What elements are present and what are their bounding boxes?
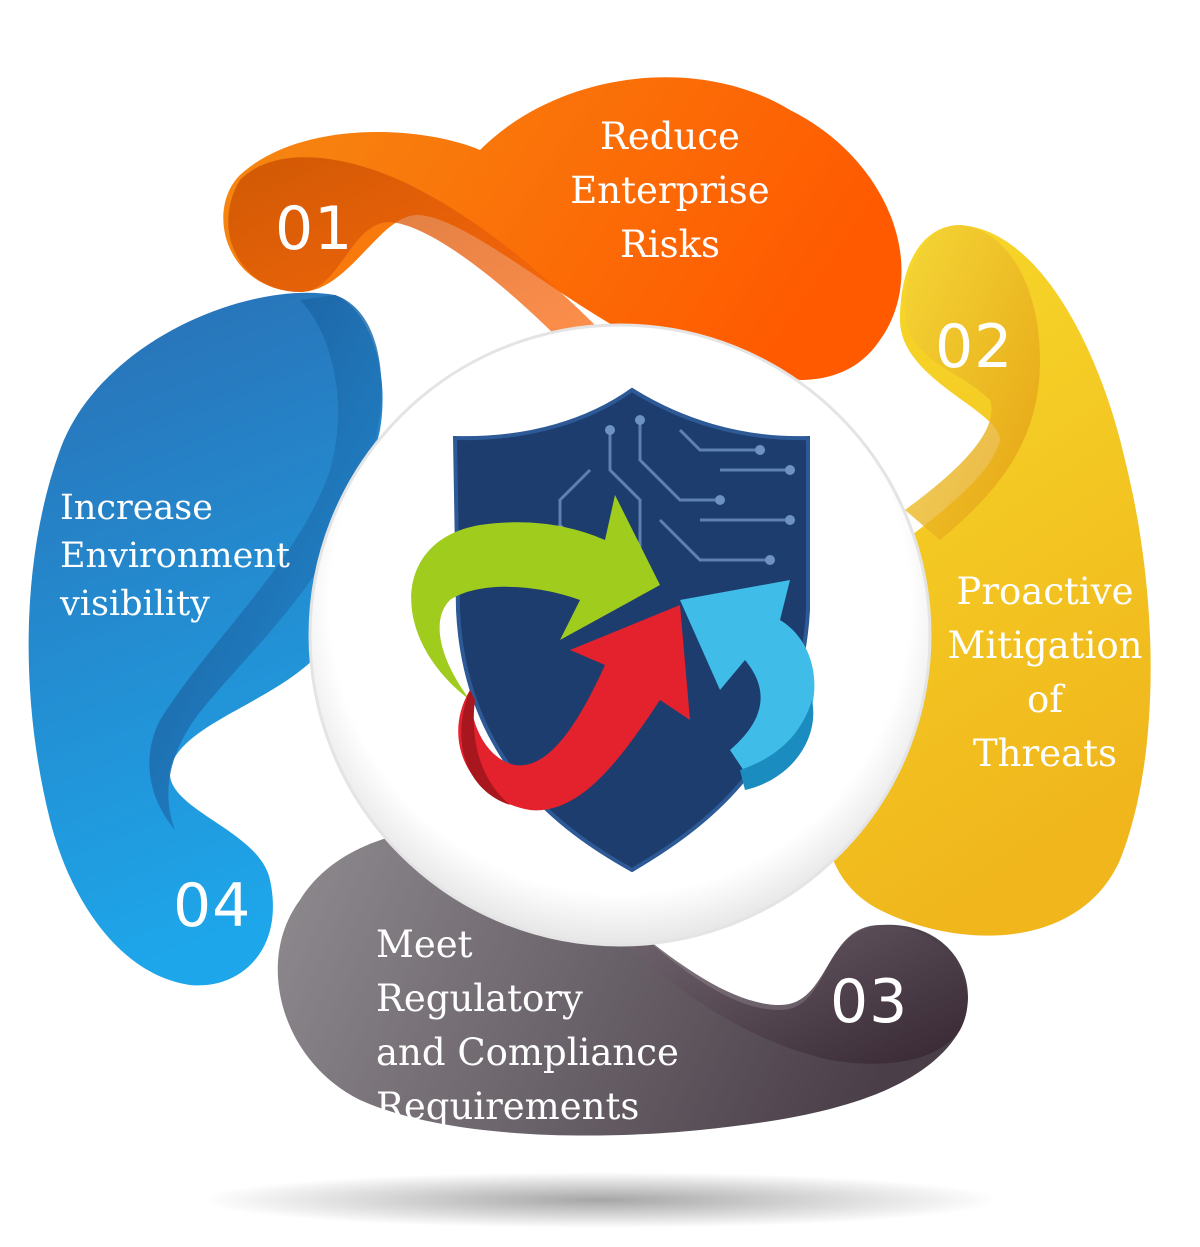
ground-shadow bbox=[200, 1172, 1000, 1228]
step-01-line-3: Risks bbox=[619, 223, 721, 266]
step-02-line-1: Proactive bbox=[956, 570, 1134, 613]
step-number-01: 01 bbox=[275, 194, 354, 264]
petal-01 bbox=[223, 77, 902, 381]
step-04-line-3: visibility bbox=[60, 584, 210, 624]
step-01-line-2: Enterprise bbox=[570, 169, 770, 212]
step-number-02: 02 bbox=[935, 312, 1014, 382]
step-04-line-1: Increase bbox=[60, 488, 213, 528]
petal-04 bbox=[28, 292, 383, 986]
step-label-04: Increase Environment visibility bbox=[60, 484, 330, 628]
shield-with-arrows-icon bbox=[411, 387, 815, 873]
step-02-line-4: Threats bbox=[972, 732, 1117, 775]
step-number-04: 04 bbox=[173, 871, 252, 941]
step-01-line-1: Reduce bbox=[600, 115, 740, 158]
step-03-line-2: Regulatory bbox=[376, 977, 583, 1020]
step-03-line-1: Meet bbox=[376, 923, 473, 966]
petal-03 bbox=[277, 829, 969, 1136]
step-label-01: Reduce Enterprise Risks bbox=[540, 110, 800, 272]
step-02-line-3: of bbox=[1027, 678, 1063, 721]
petal-02 bbox=[830, 225, 1151, 936]
step-02-line-2: Mitigation bbox=[947, 624, 1143, 667]
step-number-03: 03 bbox=[830, 967, 909, 1037]
step-label-02: Proactive Mitigation of Threats bbox=[930, 565, 1160, 781]
step-03-line-4: Requirements bbox=[376, 1085, 640, 1128]
step-04-line-2: Environment bbox=[60, 536, 290, 576]
step-03-line-3: and Compliance bbox=[376, 1031, 679, 1074]
step-label-03: Meet Regulatory and Compliance Requireme… bbox=[376, 918, 716, 1134]
